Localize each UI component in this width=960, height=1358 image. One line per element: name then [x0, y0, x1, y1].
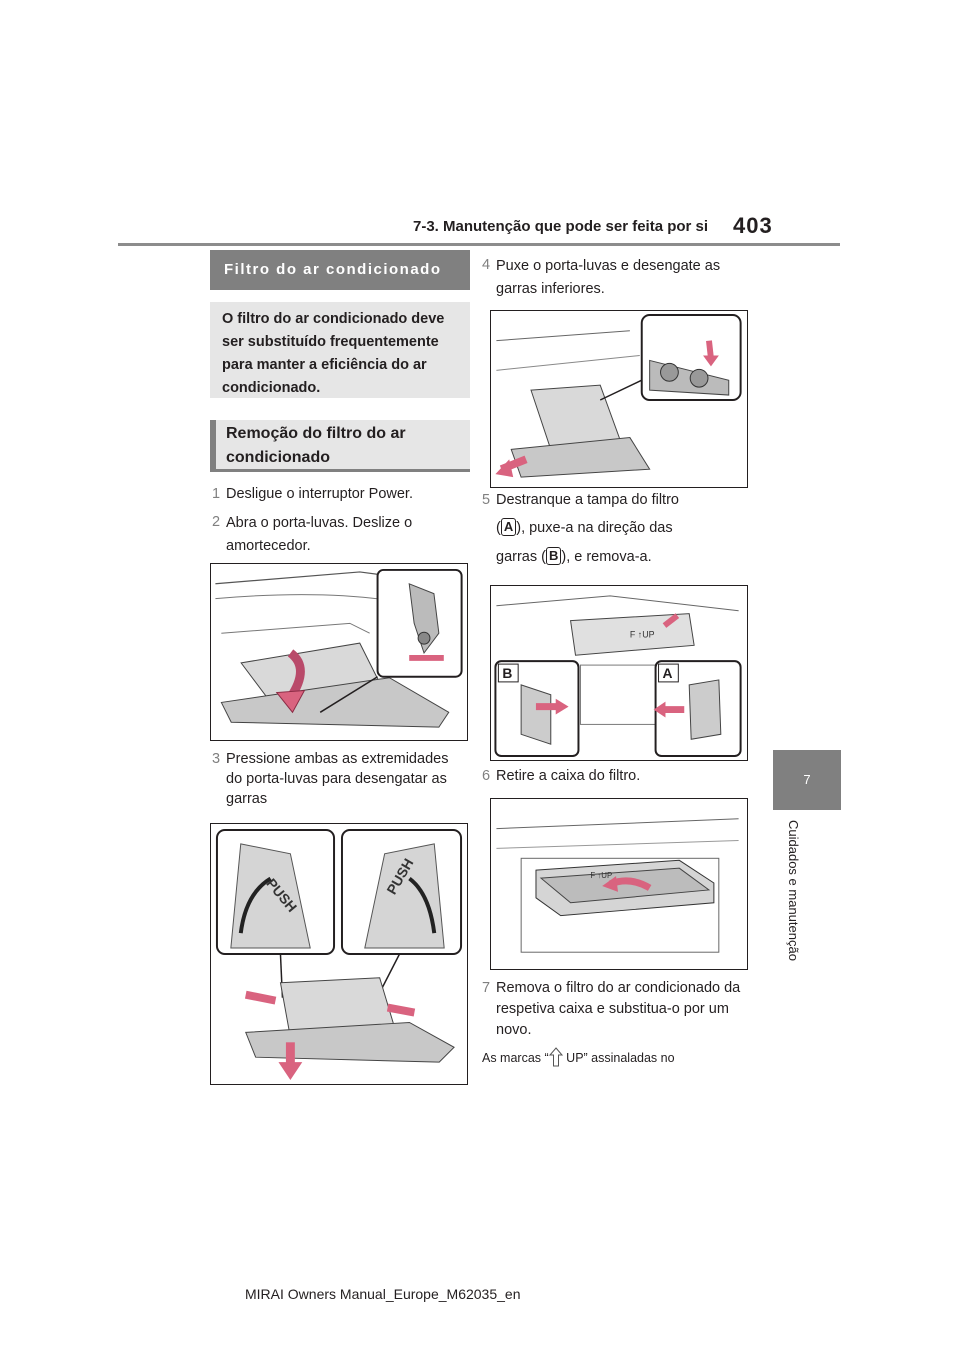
filter-case-up-label: F ↑UP [590, 871, 612, 880]
chapter-label: Cuidados e manutenção [783, 820, 803, 1000]
push-illustration: PUSH PUSH [215, 828, 463, 1081]
footer-text: MIRAI Owners Manual_Europe_M62035_en [245, 1286, 521, 1302]
header-rule [118, 243, 840, 246]
step-text: garras ( [496, 549, 546, 565]
step-text: Remova o filtro do ar condicionado da re… [496, 980, 741, 1038]
step-text: Abra o porta-luvas. Deslize o amortecedo… [226, 515, 413, 554]
callout-b-badge: B [545, 547, 562, 565]
callout-b-label: B [502, 665, 512, 681]
step-number: 3 [212, 751, 221, 767]
callout-a-badge: A [500, 518, 517, 536]
subsection-heading: Remoção do filtro do ar condicionado [210, 420, 470, 472]
filter-cover-illustration: F ↑UP B A [494, 595, 742, 758]
step-6: 6 Retire a caixa do filtro. [482, 766, 752, 786]
step-number: 5 [482, 492, 491, 508]
step-5: 5 Destranque a tampa do filtro [482, 490, 752, 510]
step-number: 1 [212, 486, 221, 502]
step-text: Desligue o interruptor Power. [226, 486, 413, 502]
running-header: 7-3. Manutenção que pode ser feita por s… [413, 218, 709, 235]
pull-illustration [495, 313, 742, 478]
step-number: 7 [482, 980, 491, 996]
step-3: 3 Pressione ambas as extremidades do port… [212, 749, 472, 809]
page-number: 403 [733, 213, 773, 238]
callout-a-label: A [663, 665, 673, 681]
step-4: 4 Puxe o porta-luvas e desengate as garra… [482, 255, 752, 301]
footnote-text-after: UP” assinaladas no [562, 1051, 675, 1065]
section-intro: O filtro do ar condicionado deve ser sub… [210, 302, 470, 398]
section-heading: Filtro do ar condicionado [210, 250, 470, 290]
step-7: 7 Remova o filtro do ar condicionado da r… [482, 978, 757, 1041]
filter-case-illustration: F ↑UP [496, 818, 739, 953]
filter-up-label: F ↑UP [630, 629, 655, 639]
chapter-tab: 7 [773, 750, 841, 810]
figure-push-glovebox: PUSH PUSH [210, 823, 468, 1085]
step-text: Puxe o porta-luvas e desengate as garras… [496, 258, 721, 297]
figure-filter-cover: F ↑UP B A [490, 585, 748, 761]
footnote: As marcas “ UP” assinaladas no [482, 1047, 675, 1067]
step-5-line3: garras (B), e remova-a. [496, 547, 756, 567]
step-5-line2: (A), puxe-a na direção das [496, 518, 756, 538]
step-text: ( [496, 520, 501, 536]
step-number: 4 [482, 257, 491, 273]
figure-open-glovebox [210, 563, 468, 741]
footnote-text-before: As marcas “ [482, 1051, 549, 1065]
up-arrow-icon [548, 1047, 563, 1067]
figure-pull-glovebox [490, 310, 748, 488]
figure-filter-case: F ↑UP [490, 798, 748, 970]
step-text: Pressione ambas as extremidades do porta… [226, 751, 449, 807]
step-1: 1 Desligue o interruptor Power. [212, 484, 472, 504]
chapter-label-text: Cuidados e manutenção [786, 820, 801, 961]
step-text: Retire a caixa do filtro. [496, 768, 641, 784]
step-text: ), puxe-a na direção das [516, 520, 673, 536]
step-2: 2 Abra o porta-luvas. Deslize o amorteced… [212, 512, 472, 558]
glovebox-illustration [215, 568, 463, 728]
step-number: 6 [482, 768, 491, 784]
step-text-line1: Destranque a tampa do filtro [496, 492, 679, 508]
step-text: ), e remova-a. [561, 549, 652, 565]
step-number: 2 [212, 514, 221, 530]
